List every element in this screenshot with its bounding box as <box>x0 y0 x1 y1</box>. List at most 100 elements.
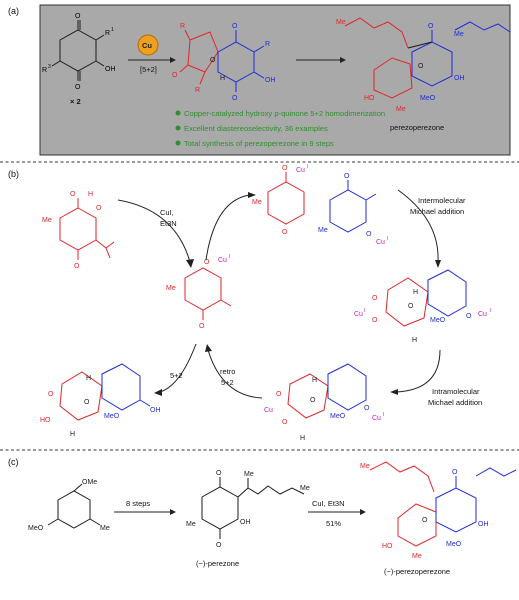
svg-text:Me: Me <box>42 217 52 224</box>
b-label-retro-1: retro <box>220 367 235 376</box>
svg-text:3: 3 <box>48 64 51 70</box>
svg-text:H: H <box>70 431 75 438</box>
b-step-inter-2: Michael addition <box>410 207 464 216</box>
svg-text:Me: Me <box>318 227 328 234</box>
svg-text:Me: Me <box>412 553 422 560</box>
svg-text:Me: Me <box>166 285 176 292</box>
svg-text:HO: HO <box>364 95 375 102</box>
svg-text:MeO: MeO <box>446 541 462 548</box>
svg-text:O: O <box>216 542 222 549</box>
svg-text:H: H <box>88 191 93 198</box>
product-name-a: perezoperezone <box>390 123 444 132</box>
svg-text:HO: HO <box>382 543 393 550</box>
b-reagent-1: CuI, <box>160 208 174 217</box>
svg-text:H: H <box>412 337 417 344</box>
panel-b-label: (b) <box>8 169 19 179</box>
dimer-core: R O R O R OH O O H <box>172 23 276 102</box>
svg-text:O: O <box>216 470 222 477</box>
svg-text:O: O <box>172 72 178 79</box>
svg-text:O: O <box>75 13 81 20</box>
svg-text:Me: Me <box>186 521 196 528</box>
svg-text:Me: Me <box>252 199 262 206</box>
svg-text:MeO: MeO <box>330 413 346 420</box>
svg-text:OH: OH <box>105 66 116 73</box>
svg-text:O: O <box>282 419 288 426</box>
c-perezoperezone: Me HO Me O OH MeO O <box>360 461 517 560</box>
arrow-b2 <box>205 194 251 261</box>
b-two-monomers: O Cu I Me O O Me O Cu I <box>252 164 388 246</box>
svg-text:O: O <box>232 95 238 102</box>
svg-text:O: O <box>408 303 414 310</box>
c-arrow1-label: 8 steps <box>126 499 150 508</box>
svg-text:O: O <box>428 23 434 30</box>
svg-text:Cu: Cu <box>264 407 273 414</box>
b-label-retro-2: 5+2 <box>221 378 234 387</box>
product-perezoperezone-a: Me HO Me O OH MeO O Me <box>336 17 511 113</box>
svg-text:OH: OH <box>240 519 251 526</box>
svg-text:O: O <box>74 263 80 270</box>
c-arrow2-label: CuI, Et3N <box>312 499 345 508</box>
svg-text:H: H <box>312 377 317 384</box>
svg-text:R: R <box>180 23 185 30</box>
cu-badge <box>137 34 159 56</box>
b-step-intra-2: Michael addition <box>428 398 482 407</box>
svg-text:OH: OH <box>454 75 465 82</box>
svg-text:Cu: Cu <box>218 257 227 264</box>
svg-text:R: R <box>195 87 200 94</box>
svg-text:O: O <box>418 63 424 70</box>
svg-text:Cu: Cu <box>354 311 363 318</box>
svg-text:O: O <box>282 165 288 172</box>
svg-text:Me: Me <box>100 525 110 532</box>
svg-text:O: O <box>232 23 238 30</box>
svg-text:Me: Me <box>396 106 406 113</box>
svg-text:O: O <box>199 323 205 330</box>
svg-text:Cu: Cu <box>372 415 381 422</box>
reactant-quinone: O O R 1 OH R 3 <box>42 13 116 91</box>
bullet-1: Copper-catalyzed hydroxy p-quinone 5+2 h… <box>184 109 385 118</box>
svg-text:O: O <box>48 391 54 398</box>
svg-text:O: O <box>282 229 288 236</box>
arrow-label-5plus2: [5+2] <box>140 65 157 74</box>
b-dimer-product: O HO O H MeO OH H <box>40 363 161 438</box>
svg-text:Me: Me <box>360 463 370 470</box>
svg-text:OH: OH <box>265 77 276 84</box>
svg-text:Cu: Cu <box>478 311 487 318</box>
svg-text:I: I <box>229 254 230 260</box>
svg-text:O: O <box>372 317 378 324</box>
svg-text:O: O <box>364 405 370 412</box>
svg-text:I: I <box>490 308 491 314</box>
svg-text:O: O <box>452 469 458 476</box>
b-step-intra-1: Intramolecular <box>432 387 480 396</box>
svg-text:Me: Me <box>244 471 254 478</box>
svg-text:O: O <box>344 173 350 180</box>
svg-text:R: R <box>265 41 270 48</box>
arrow-b4 <box>395 349 441 393</box>
svg-text:R: R <box>105 30 110 37</box>
arrow-b1 <box>117 199 191 263</box>
svg-text:MeO: MeO <box>104 413 120 420</box>
svg-text:O: O <box>75 84 81 91</box>
svg-text:I: I <box>364 308 365 314</box>
svg-text:HO: HO <box>40 417 51 424</box>
svg-text:O: O <box>96 205 102 212</box>
svg-text:O: O <box>372 295 378 302</box>
b-step-inter-1: Intermolecular <box>418 196 466 205</box>
c-name-perezone: (−)-perezone <box>196 559 239 568</box>
svg-text:O: O <box>310 397 316 404</box>
svg-text:O: O <box>84 399 90 406</box>
bullet-2: Excellent diastereoselectivity, 36 examp… <box>184 124 328 133</box>
svg-text:H: H <box>300 435 305 442</box>
svg-text:Cu: Cu <box>296 167 305 174</box>
svg-text:Cu: Cu <box>142 41 152 50</box>
b-cu-chelate: Me O O Cu I <box>166 254 232 330</box>
svg-text:MeO: MeO <box>430 317 446 324</box>
b-cu-dimer: O O Cu O H MeO O Cu I H <box>264 363 384 442</box>
svg-text:O: O <box>204 259 210 266</box>
svg-text:Me: Me <box>300 485 310 492</box>
svg-text:Me: Me <box>336 19 346 26</box>
svg-text:Cu: Cu <box>376 239 385 246</box>
svg-text:OH: OH <box>478 521 489 528</box>
svg-text:OH: OH <box>150 407 161 414</box>
svg-text:I: I <box>383 412 384 418</box>
